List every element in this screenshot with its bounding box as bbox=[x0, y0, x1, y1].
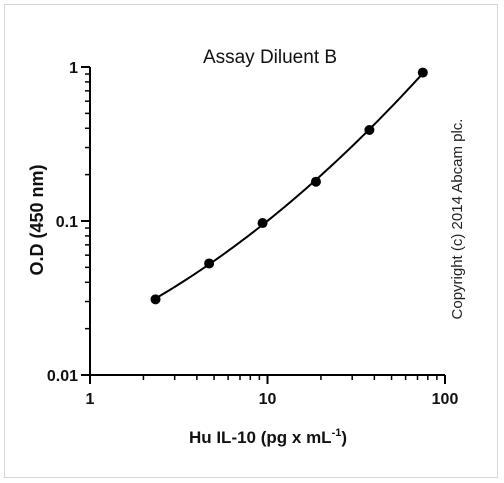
data-points bbox=[150, 67, 428, 305]
data-point bbox=[257, 218, 268, 229]
x-tick-label: 100 bbox=[432, 391, 459, 408]
chart-frame bbox=[4, 4, 498, 478]
data-point bbox=[417, 67, 428, 78]
data-point bbox=[364, 124, 375, 135]
x-axis-label-superscript: -1 bbox=[332, 427, 342, 439]
y-axis-label: O.D (450 nm) bbox=[27, 164, 47, 275]
x-tick-label: 10 bbox=[259, 391, 277, 408]
x-axis-label-close: ) bbox=[341, 428, 347, 447]
chart-title: Assay Diluent B bbox=[203, 47, 337, 68]
x-tick-label: 1 bbox=[86, 391, 95, 408]
data-point bbox=[150, 294, 161, 305]
copyright-annotation: Copyright (c) 2014 Abcam plc. bbox=[449, 119, 466, 320]
fit-curve-layer bbox=[155, 72, 424, 300]
data-point bbox=[204, 258, 215, 269]
ticks: 0.01 0.1 1 1 10 100 bbox=[47, 60, 459, 408]
fit-curve bbox=[155, 72, 424, 300]
x-axis-label-main: Hu IL-10 (pg x mL bbox=[189, 428, 332, 447]
y-tick-label: 0.01 bbox=[47, 368, 78, 385]
y-tick-label: 1 bbox=[69, 60, 78, 77]
data-point bbox=[310, 176, 321, 187]
y-tick-label: 0.1 bbox=[56, 214, 78, 231]
x-axis-label: Hu IL-10 (pg x mL-1) bbox=[189, 427, 347, 447]
